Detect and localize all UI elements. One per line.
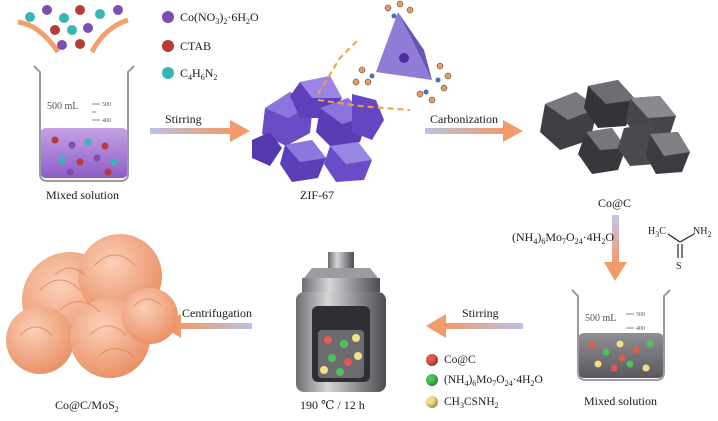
arrow-carbonization bbox=[425, 120, 523, 142]
falling-particles bbox=[17, 5, 129, 54]
beaker-bottom-tick-400: 400 bbox=[636, 326, 645, 332]
beaker-top-tick-400: 400 bbox=[102, 118, 111, 124]
zoom-lines bbox=[317, 39, 411, 111]
thioacetamide-h3c: H3C bbox=[648, 226, 666, 239]
label-product: Co@C/MoS2 bbox=[55, 398, 119, 414]
thioacetamide-dot-icon bbox=[426, 396, 438, 408]
legend-imidazole: C4H6N2 bbox=[180, 66, 218, 82]
arrow-label-carbonization: Carbonization bbox=[430, 112, 498, 126]
legend-ctab: CTAB bbox=[180, 39, 212, 53]
label-zif67: ZIF-67 bbox=[300, 188, 334, 202]
arrow-down bbox=[604, 215, 627, 281]
arrow-stirring-1 bbox=[150, 120, 250, 142]
legend-coc: Co@C bbox=[426, 354, 476, 366]
thioacetamide-structure bbox=[667, 233, 695, 258]
thioacetamide-s: S bbox=[676, 261, 682, 272]
beaker-bottom-graphic bbox=[571, 289, 671, 381]
arrow-label-centrifugation: Centrifugation bbox=[182, 306, 252, 320]
label-coc: Co@C bbox=[598, 196, 632, 210]
label-autoclave: 190 ℃ / 12 h bbox=[300, 398, 365, 412]
beaker-bottom-volume: 500 mL bbox=[585, 313, 617, 324]
beaker-top-volume: 500 mL bbox=[47, 101, 79, 112]
mos2-flowers bbox=[6, 234, 178, 378]
molybdate-formula: (NH4)6Mo7O24·4H2O bbox=[512, 230, 615, 246]
beaker-bottom-tick-500: 500 bbox=[636, 312, 645, 318]
arrow-label-stirring-1: Stirring bbox=[165, 112, 202, 126]
molybdate-dot-icon bbox=[426, 374, 438, 386]
beaker-top-graphic bbox=[33, 65, 135, 182]
arrow-stirring-2 bbox=[426, 314, 523, 338]
legend-thioacetamide: CH3CSNH2 bbox=[426, 396, 499, 410]
legend-cobalt-nitrate: Co(NO3)2·6H2O bbox=[180, 10, 259, 26]
autoclave-graphic bbox=[296, 252, 386, 392]
label-mixed-solution-2: Mixed solution bbox=[584, 394, 658, 408]
label-mixed-solution-1: Mixed solution bbox=[46, 188, 120, 202]
zif67-crystals bbox=[252, 76, 384, 182]
legend-molybdate: (NH4)6Mo7O24·4H2O bbox=[426, 374, 543, 388]
arrow-label-stirring-2: Stirring bbox=[462, 306, 499, 320]
beaker-top-tick-500: 500 bbox=[102, 102, 111, 108]
legend-top-dots bbox=[162, 11, 174, 79]
coc-cubes bbox=[540, 80, 690, 174]
thioacetamide-nh2: NH2 bbox=[693, 226, 712, 239]
coc-dot-icon bbox=[426, 354, 438, 366]
tetrahedron-model bbox=[352, 0, 452, 104]
